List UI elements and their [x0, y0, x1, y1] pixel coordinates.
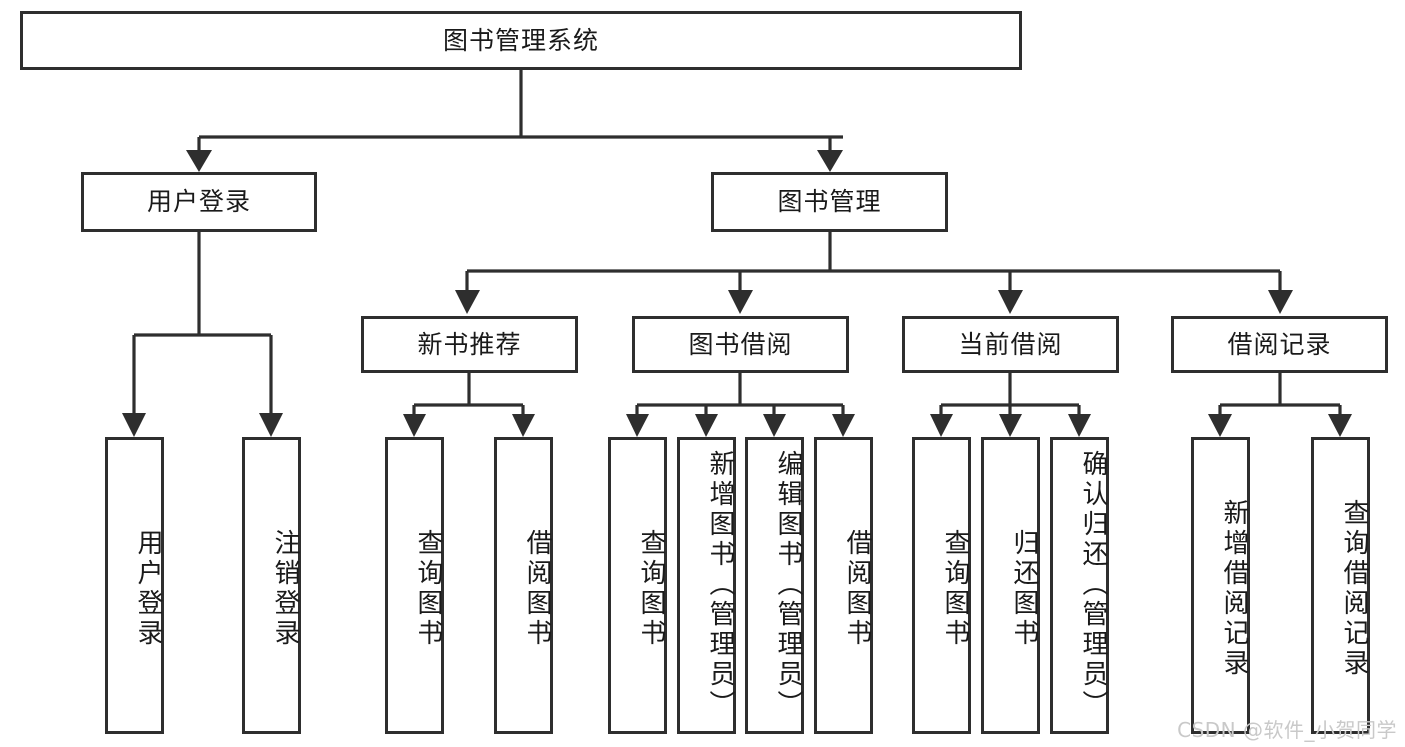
arrowhead-newbook-leaf-1 [403, 414, 426, 437]
leaf-book-borrow-borrow[interactable]: 借阅图书 [814, 437, 873, 734]
arrowhead-new-book [455, 290, 480, 314]
node-new-book-recommend[interactable]: 新书推荐 [361, 316, 578, 373]
leaf-book-borrow-edit-label: 编辑图书（管理员） [773, 450, 803, 720]
leaf-book-borrow-query-label: 查询图书 [636, 528, 666, 649]
leaf-book-borrow-query[interactable]: 查询图书 [608, 437, 667, 734]
arrowhead-book-borrow [728, 290, 753, 314]
leaf-book-borrow-borrow-label: 借阅图书 [842, 528, 872, 649]
leaf-borrow-records-add[interactable]: 新增借阅记录 [1191, 437, 1250, 734]
leaf-new-book-query-label: 查询图书 [413, 528, 443, 649]
leaf-current-borrow-query[interactable]: 查询图书 [912, 437, 971, 734]
arrowhead-records-leaf-1 [1208, 414, 1232, 437]
node-root-label: 图书管理系统 [442, 25, 599, 55]
node-borrow-records-label: 借阅记录 [1227, 329, 1332, 359]
leaf-current-borrow-return[interactable]: 归还图书 [981, 437, 1040, 734]
leaf-user-login-login[interactable]: 用户登录 [105, 437, 164, 734]
arrowhead-current-leaf-1 [930, 414, 953, 437]
arrowhead-user-login [186, 150, 212, 172]
csdn-watermark: CSDN @软件_小贺同学 [1177, 718, 1397, 742]
leaf-borrow-records-add-label: 新增借阅记录 [1219, 498, 1249, 679]
node-book-borrow-label: 图书借阅 [688, 329, 793, 359]
leaf-book-borrow-add[interactable]: 新增图书（管理员） [677, 437, 736, 734]
leaf-new-book-query[interactable]: 查询图书 [385, 437, 444, 734]
node-book-management-label: 图书管理 [777, 187, 882, 217]
arrowhead-current-borrow [998, 290, 1023, 314]
node-user-login-label: 用户登录 [146, 187, 251, 217]
leaf-book-borrow-edit[interactable]: 编辑图书（管理员） [745, 437, 804, 734]
node-current-borrow[interactable]: 当前借阅 [902, 316, 1119, 373]
leaf-new-book-borrow-label: 借阅图书 [522, 528, 552, 649]
node-book-management[interactable]: 图书管理 [711, 172, 948, 232]
arrowhead-borrow-leaf-1 [626, 414, 649, 437]
leaf-new-book-borrow[interactable]: 借阅图书 [494, 437, 553, 734]
node-book-borrow[interactable]: 图书借阅 [632, 316, 849, 373]
arrowhead-current-leaf-2 [999, 414, 1022, 437]
arrowhead-borrow-leaf-4 [832, 414, 855, 437]
node-root-book-management-system[interactable]: 图书管理系统 [20, 11, 1022, 70]
node-borrow-records[interactable]: 借阅记录 [1171, 316, 1388, 373]
node-new-book-recommend-label: 新书推荐 [417, 329, 522, 359]
arrowhead-book-mgmt [817, 150, 843, 172]
leaf-current-borrow-return-label: 归还图书 [1009, 528, 1039, 649]
arrowhead-newbook-leaf-2 [512, 414, 535, 437]
arrowhead-borrow-leaf-3 [763, 414, 786, 437]
leaf-current-borrow-confirm-return[interactable]: 确认归还（管理员） [1050, 437, 1109, 734]
leaf-borrow-records-query-label: 查询借阅记录 [1339, 498, 1369, 679]
arrowhead-current-leaf-3 [1068, 414, 1091, 437]
leaf-current-borrow-query-label: 查询图书 [940, 528, 970, 649]
leaf-user-login-logout-label: 注销登录 [270, 528, 300, 649]
leaf-user-login-login-label: 用户登录 [133, 528, 163, 649]
leaf-book-borrow-add-label: 新增图书（管理员） [705, 450, 735, 720]
leaf-current-borrow-confirm-return-label: 确认归还（管理员） [1078, 450, 1108, 720]
arrowheads [122, 150, 1352, 437]
arrowhead-borrow-records [1268, 290, 1293, 314]
arrowhead-leaf-user-login-2 [259, 413, 283, 437]
leaf-user-login-logout[interactable]: 注销登录 [242, 437, 301, 734]
arrowhead-borrow-leaf-2 [695, 414, 718, 437]
node-current-borrow-label: 当前借阅 [958, 329, 1063, 359]
arrowhead-records-leaf-2 [1328, 414, 1352, 437]
arrowhead-leaf-user-login-1 [122, 413, 146, 437]
node-user-login[interactable]: 用户登录 [81, 172, 317, 232]
leaf-borrow-records-query[interactable]: 查询借阅记录 [1311, 437, 1370, 734]
